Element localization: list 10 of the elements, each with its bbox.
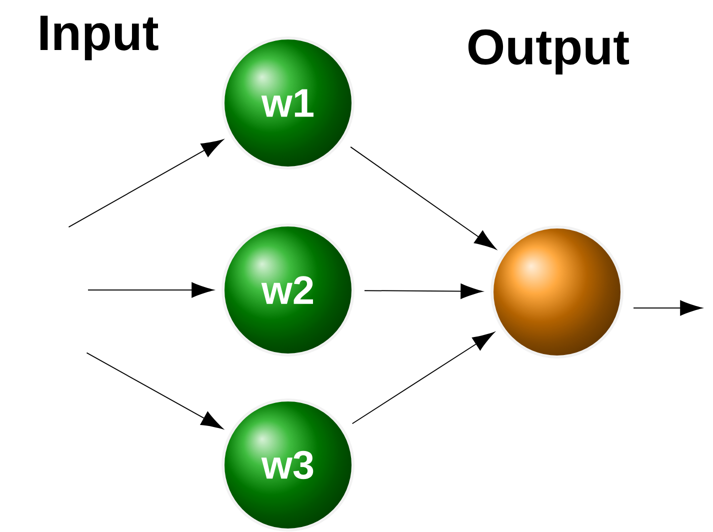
- arrow: [86, 352, 224, 430]
- arrow: [352, 332, 495, 424]
- arrow: [364, 284, 483, 299]
- output-circle: [490, 226, 624, 358]
- heading: Input: [40, 16, 158, 60]
- arrow: [68, 139, 224, 228]
- arrow: [88, 282, 214, 298]
- heading: Output: [468, 29, 630, 75]
- arrow: [633, 300, 702, 316]
- arrow: [350, 146, 496, 250]
